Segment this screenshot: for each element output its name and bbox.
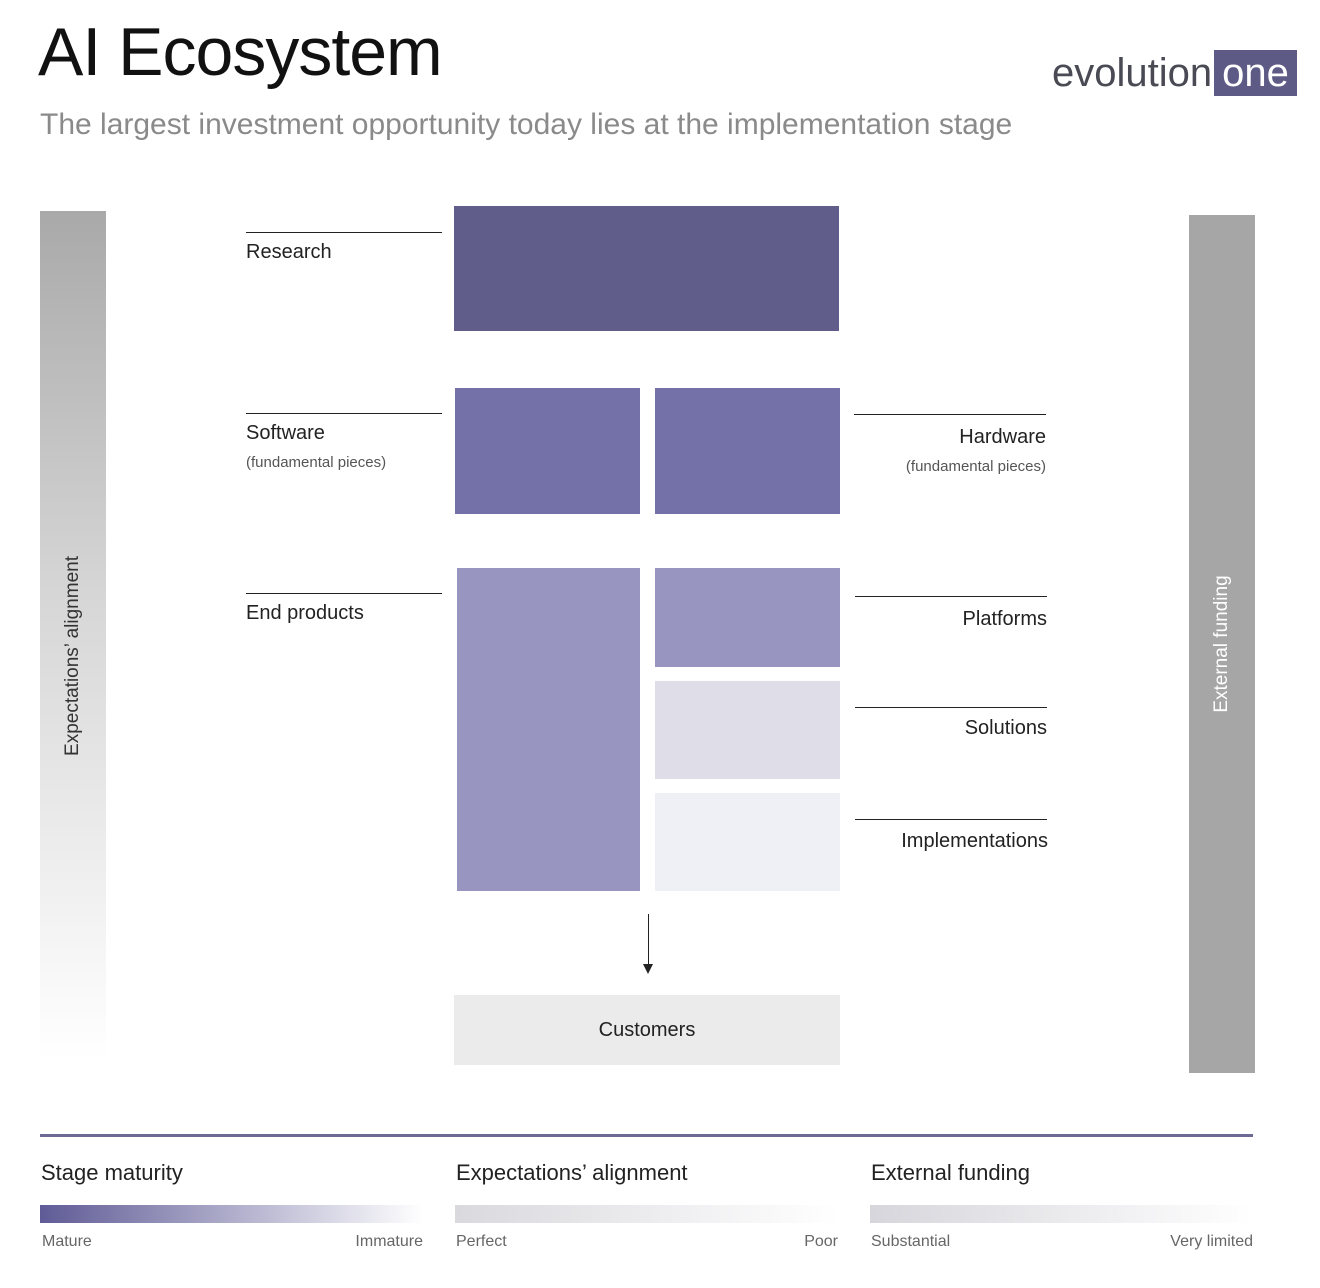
software-block: [455, 388, 640, 514]
research-label: Research: [246, 241, 332, 263]
solutions-block: [655, 681, 840, 779]
implementations-rule: [855, 819, 1047, 820]
implementations-block: [655, 793, 840, 891]
hardware-rule: [854, 414, 1046, 415]
evolution-one-logo: evolution one: [1052, 50, 1297, 96]
legend-external-funding-title: External funding: [871, 1160, 1030, 1185]
hardware-block: [655, 388, 840, 514]
legend-expectations-start: Perfect: [456, 1233, 507, 1250]
research-block: [454, 206, 839, 331]
external-funding-label: External funding: [1211, 575, 1232, 713]
arrow-down-icon: [643, 964, 653, 974]
platforms-rule: [855, 596, 1047, 597]
legend-stage-maturity-gradient: [40, 1205, 423, 1223]
legend-stage-maturity-title: Stage maturity: [41, 1160, 183, 1185]
legend-divider: [40, 1134, 1253, 1137]
platforms-block: [655, 568, 840, 667]
legend-expectations-end: Poor: [804, 1233, 838, 1250]
software-rule: [246, 413, 442, 414]
customers-block: Customers: [454, 995, 840, 1065]
external-funding-bar: [1189, 215, 1255, 1073]
legend-expectations-title: Expectations’ alignment: [456, 1160, 688, 1185]
end-products-label: End products: [246, 602, 364, 624]
end-products-block: [457, 568, 640, 891]
software-label: Software: [246, 422, 325, 444]
expectations-alignment-bar: [40, 211, 106, 1061]
legend-stage-maturity-start: Mature: [42, 1233, 92, 1250]
platforms-label: Platforms: [962, 608, 1047, 630]
page-subtitle: The largest investment opportunity today…: [40, 108, 1013, 141]
implementations-label: Implementations: [901, 830, 1048, 852]
page-title: AI Ecosystem: [38, 14, 443, 90]
end-products-rule: [246, 593, 442, 594]
legend-stage-maturity-end: Immature: [355, 1233, 423, 1250]
legend-external-funding-start: Substantial: [871, 1233, 951, 1250]
customers-label: Customers: [598, 1018, 696, 1041]
flow-arrow-line: [648, 914, 649, 970]
software-sublabel: (fundamental pieces): [246, 454, 387, 471]
legend-external-funding-end: Very limited: [1170, 1233, 1253, 1250]
solutions-rule: [855, 707, 1047, 708]
legend-expectations-gradient: [455, 1205, 838, 1223]
research-rule: [246, 232, 442, 233]
legend-external-funding-gradient: [870, 1205, 1253, 1223]
solutions-label: Solutions: [964, 717, 1047, 739]
expectations-alignment-label: Expectations’ alignment: [62, 556, 83, 756]
hardware-label: Hardware: [959, 426, 1046, 448]
logo-text-evolution: evolution: [1052, 51, 1213, 95]
hardware-sublabel: (fundamental pieces): [905, 458, 1046, 475]
logo-text-one: one: [1214, 50, 1297, 96]
